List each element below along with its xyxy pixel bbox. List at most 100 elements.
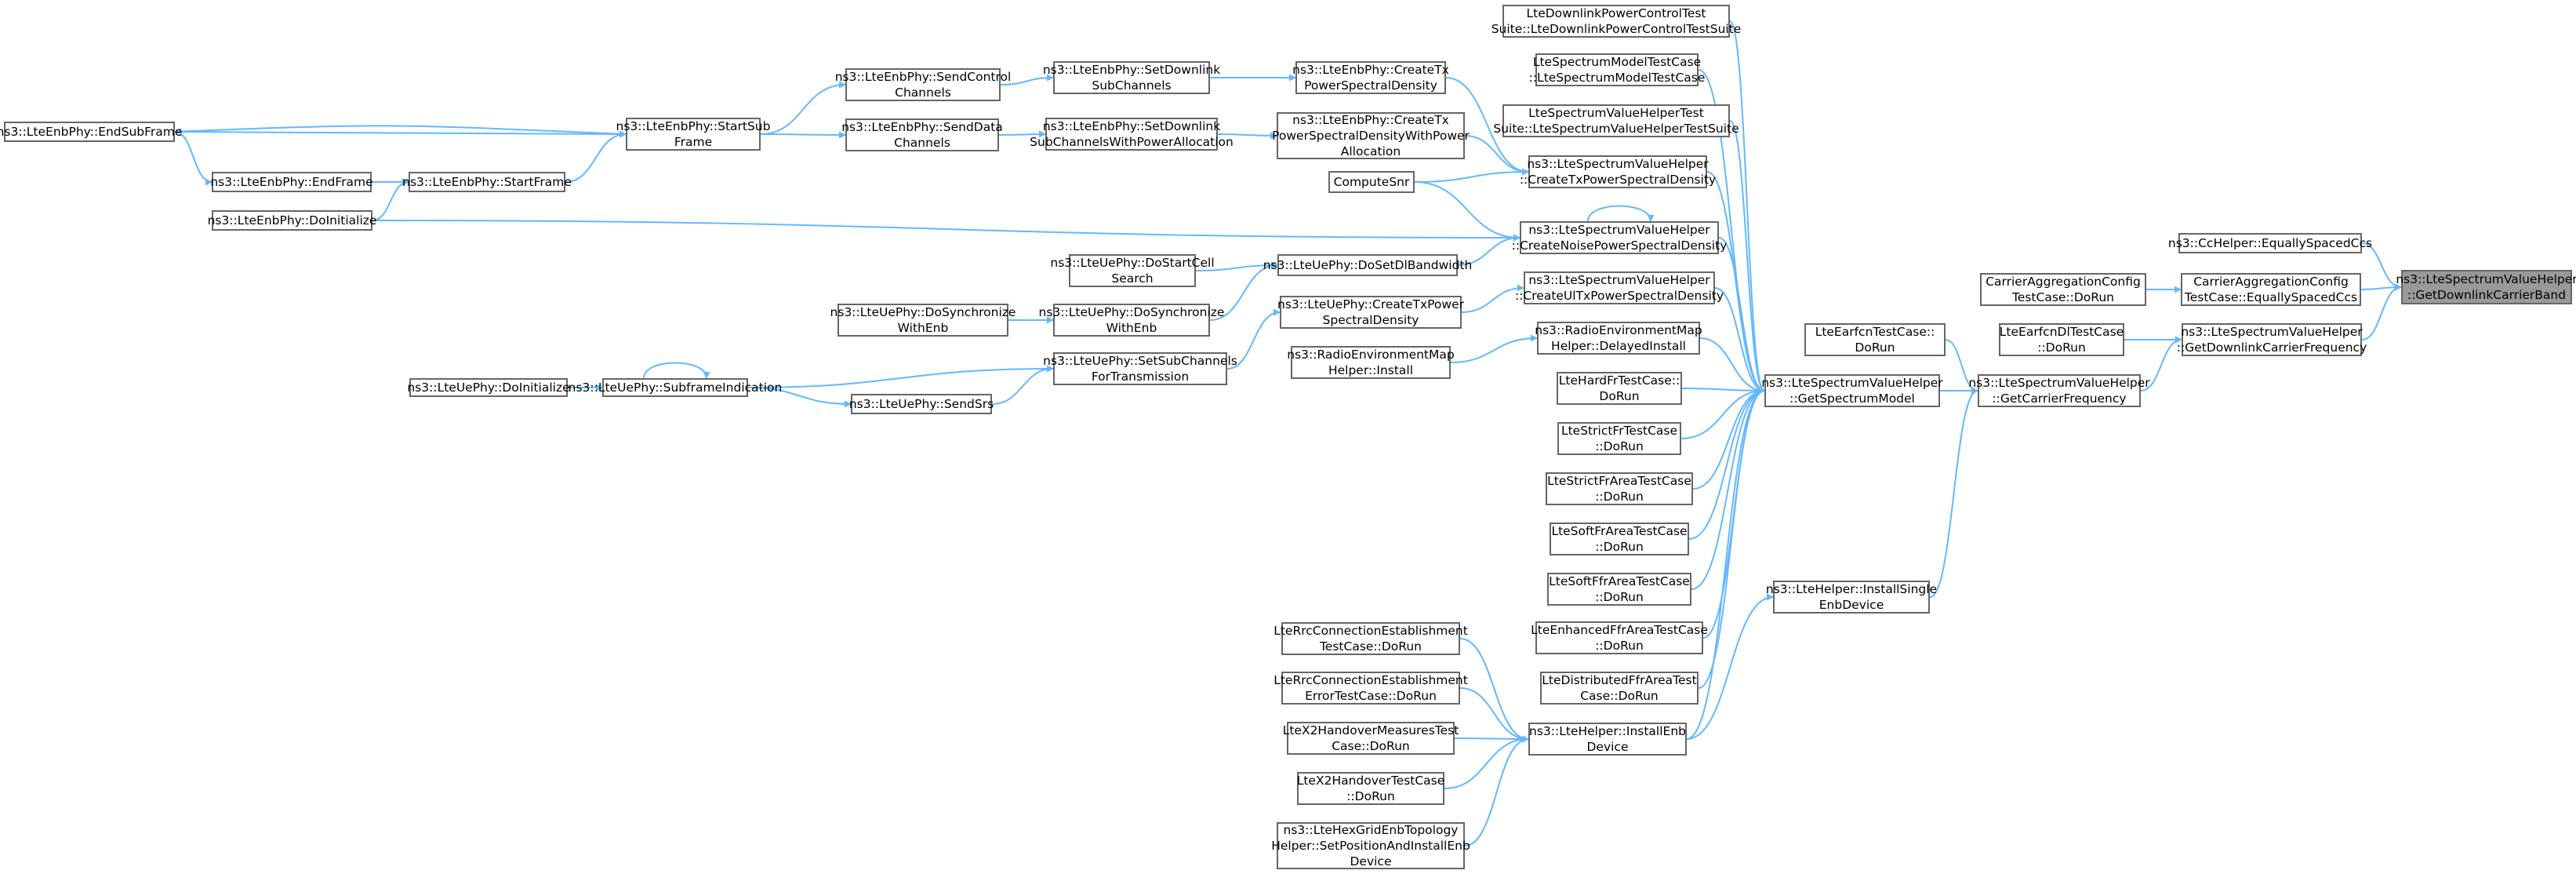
edge-ueSetSub-to-ueTxPSD xyxy=(1226,308,1281,370)
node-create-tx-p-s-d[interactable]: ns3::LteSpectrumValueHelper::CreateTxPow… xyxy=(1520,155,1716,188)
node-label-line: ns3::LteEnbPhy::CreateTx xyxy=(1292,113,1449,127)
node-create-ul[interactable]: ns3::LteSpectrumValueHelper::CreateUlTxP… xyxy=(1515,271,1724,304)
edge-getCarFreq-to-getDlFreq xyxy=(2140,336,2182,391)
node-earfcn[interactable]: LteEarfcnTestCase::DoRun xyxy=(1804,323,1946,356)
node-start-frame[interactable]: ns3::LteEnbPhy::StartFrame xyxy=(402,172,572,192)
node-ue-init[interactable]: ns3::LteUePhy::DoInitialize xyxy=(407,378,570,397)
node-label-line: ::DoRun xyxy=(1595,590,1644,604)
edge-installEnb-to-getModel xyxy=(1686,387,1765,740)
node-label-line: ns3::LteSpectrumValueHelper xyxy=(1527,157,1709,171)
node-label-line: Helper::Install xyxy=(1328,363,1414,377)
node-strict-fr[interactable]: LteStrictFrTestCase::DoRun xyxy=(1557,422,1681,455)
node-label-line: ns3::LteEnbPhy::EndSubFrame xyxy=(0,125,183,139)
node-label-line: ::CreateTxPowerSpectralDensity xyxy=(1519,173,1717,187)
node-cc-equal[interactable]: ns3::CcHelper::EquallySpacedCcs xyxy=(2168,233,2372,253)
node-hard-fr[interactable]: LteHardFrTestCase::DoRun xyxy=(1557,372,1682,405)
node-label-line: LteDistributedFfrAreaTest xyxy=(1542,673,1697,687)
node-label-line: Search xyxy=(1111,271,1154,286)
node-enh-ffr-area[interactable]: LteEnhancedFfrAreaTestCase::DoRun xyxy=(1531,621,1708,654)
node-sm-test[interactable]: LteSpectrumModelTestCase::LteSpectrumMod… xyxy=(1529,53,1705,86)
node-enb-init[interactable]: ns3::LteEnbPhy::DoInitialize xyxy=(208,210,376,231)
node-ue-send-srs[interactable]: ns3::LteUePhy::SendSrs xyxy=(849,394,994,414)
edge-sendCtrl-to-setDlSub xyxy=(1000,74,1054,86)
node-get-car-freq[interactable]: ns3::LteSpectrumValueHelper::GetCarrierF… xyxy=(1968,374,2150,407)
node-soft-fr-area[interactable]: LteSoftFrAreaTestCase::DoRun xyxy=(1550,523,1689,555)
node-ue-sub-ind[interactable]: ns3::LteUePhy::SubframeIndication xyxy=(569,378,782,397)
edge-endSub-to-endFrame xyxy=(174,131,213,186)
node-end-frame[interactable]: ns3::LteEnbPhy::EndFrame xyxy=(210,172,373,192)
edge-self-createNoise xyxy=(1587,205,1655,222)
node-label-line: Case::DoRun xyxy=(1580,689,1659,703)
node-label-line: LteEarfcnTestCase:: xyxy=(1815,325,1935,339)
edge-ueTxPSD-to-createUl xyxy=(1461,284,1524,313)
node-strict-fr-area[interactable]: LteStrictFrAreaTestCase::DoRun xyxy=(1546,472,1693,505)
node-label-line: ns3::LteUePhy::DoSynchronize xyxy=(1038,305,1225,319)
node-label-line: ns3::LteUePhy::DoStartCell xyxy=(1050,256,1215,270)
edge-computeSnr-to-createNoise xyxy=(1414,181,1521,242)
node-label-line: SpectralDensity xyxy=(1322,313,1419,327)
node-label-line: ns3::LteUePhy::SubframeIndication xyxy=(568,381,783,395)
node-label-line: LteX2HandoverMeasuresTest xyxy=(1282,723,1459,737)
node-label-line: ns3::LteSpectrumValueHelper xyxy=(1968,376,2150,390)
node-root: ns3::LteSpectrumValueHelper::GetDownlink… xyxy=(2396,270,2576,304)
node-label-line: TestCase::DoRun xyxy=(2011,290,2115,304)
node-label-line: ForTransmission xyxy=(1091,370,1190,384)
node-get-model[interactable]: ns3::LteSpectrumValueHelper::GetSpectrum… xyxy=(1761,374,1943,407)
node-label-line: Helper::SetPositionAndInstallEnb xyxy=(1271,839,1470,853)
edge-instSingle-to-getCarFreq xyxy=(1929,387,1978,598)
node-label-line: ::CreateNoisePowerSpectralDensity xyxy=(1511,239,1728,253)
node-label-line: ns3::LteUePhy::CreateTxPower xyxy=(1277,297,1465,311)
edge-rrcErrTest-to-installEnb xyxy=(1459,687,1529,743)
node-create-noise[interactable]: ns3::LteSpectrumValueHelper::CreateNoise… xyxy=(1512,221,1727,254)
node-label-line: Channels xyxy=(895,86,951,100)
node-label-line: ns3::LteUePhy::DoInitialize xyxy=(407,381,570,395)
node-x2-test[interactable]: LteX2HandoverTestCase::DoRun xyxy=(1297,772,1444,805)
edge-startSub-to-sendCtrl xyxy=(760,81,846,135)
node-soft-ffr-area[interactable]: LteSoftFfrAreaTestCase::DoRun xyxy=(1547,573,1691,606)
edge-strictFrArea-to-getModel xyxy=(1692,387,1765,490)
node-ue-set-dl-bw[interactable]: ns3::LteUePhy::DoSetDlBandwidth xyxy=(1263,254,1472,276)
node-earfcn-dl[interactable]: LteEarfcnDlTestCase::DoRun xyxy=(1999,323,2124,356)
node-label-line: ns3::LteEnbPhy::SetDownlink xyxy=(1042,119,1221,133)
node-label-line: CarrierAggregationConfig xyxy=(1986,275,2141,289)
node-label-line: ns3::LteEnbPhy::StartFrame xyxy=(402,175,572,189)
node-get-dl-freq[interactable]: ns3::LteSpectrumValueHelper::GetDownlink… xyxy=(2177,323,2367,356)
node-label-line: ns3::LteEnbPhy::EndFrame xyxy=(210,175,373,189)
node-label-line: LteEnhancedFfrAreaTestCase xyxy=(1531,623,1708,637)
node-label-line: DoRun xyxy=(1855,340,1895,355)
edge-distFfrArea-to-getModel xyxy=(1698,387,1765,689)
node-label-line: EnbDevice xyxy=(1818,598,1884,612)
node-label-line: LteStrictFrTestCase xyxy=(1560,424,1678,438)
node-compute-snr[interactable]: ComputeSnr xyxy=(1328,171,1415,193)
node-label-line: ::GetCarrierFrequency xyxy=(1992,391,2127,406)
node-end-sub[interactable]: ns3::LteEnbPhy::EndSubFrame xyxy=(0,122,182,142)
node-label-line: LteSpectrumModelTestCase xyxy=(1532,55,1702,69)
node-label-line: ns3::LteSpectrumValueHelper xyxy=(1528,223,1710,237)
node-label-line: Suite::LteSpectrumValueHelperTestSuite xyxy=(1493,122,1739,136)
